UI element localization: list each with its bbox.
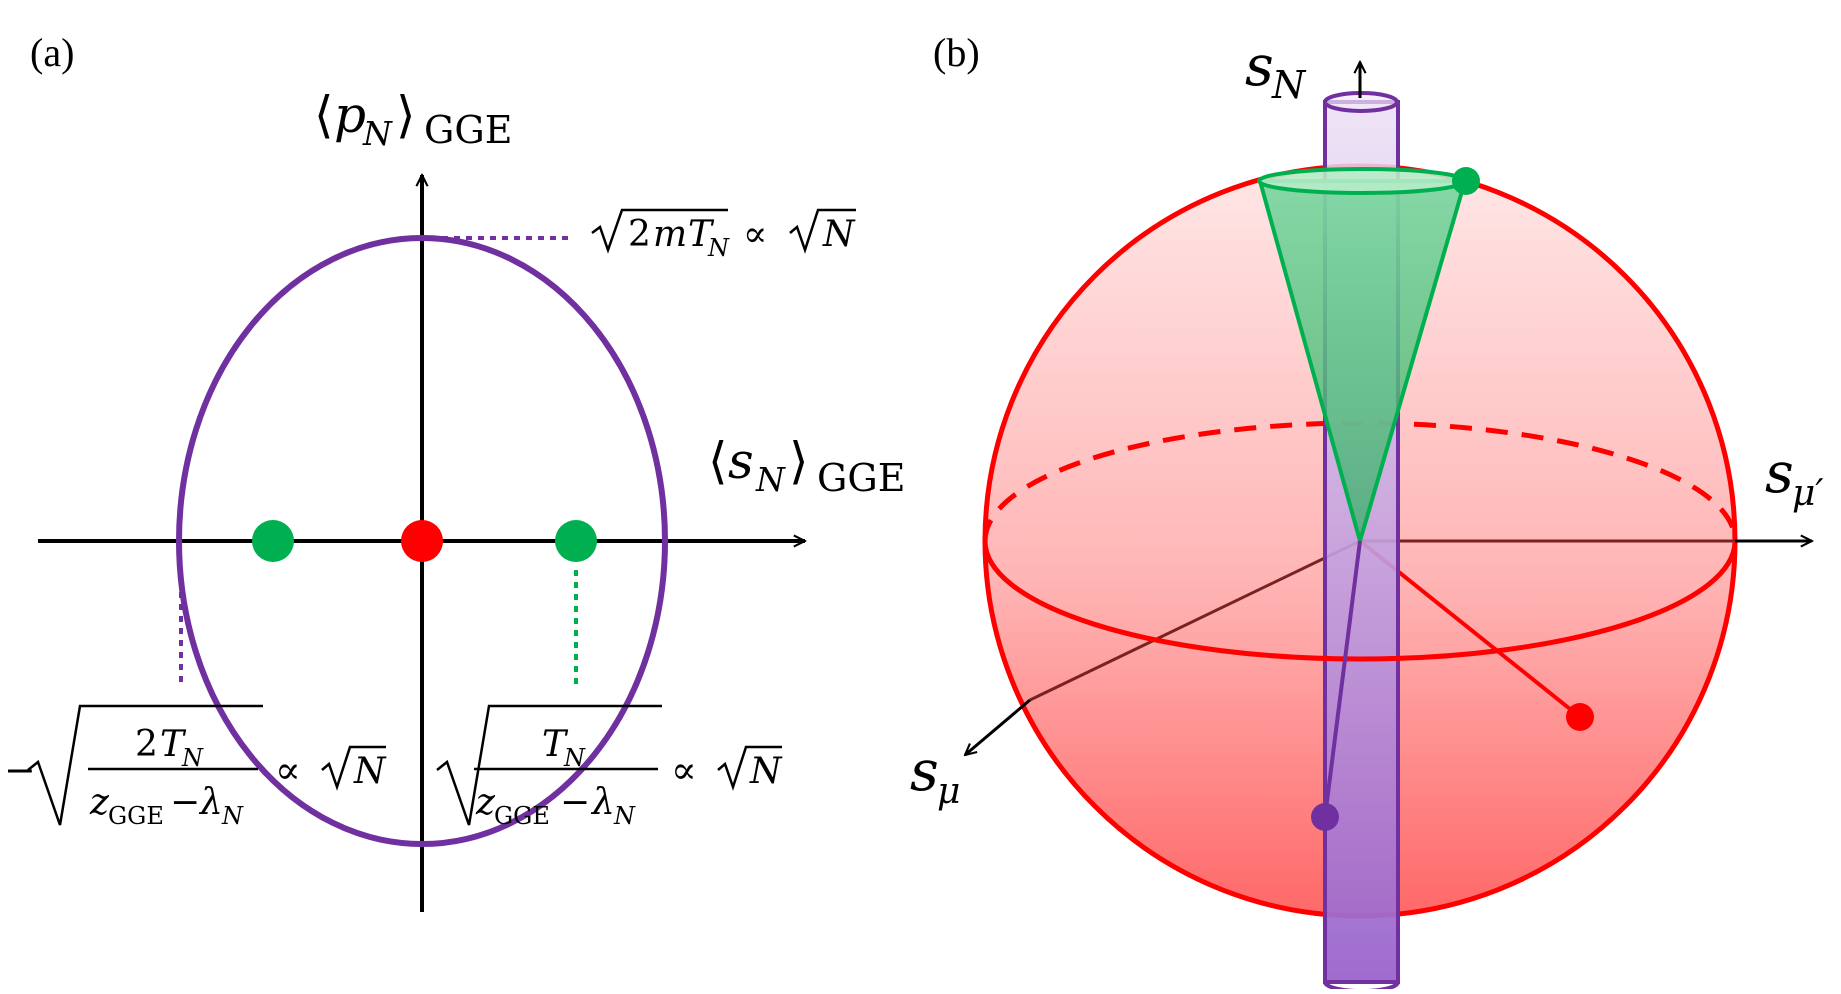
sN-label: s N	[1245, 34, 1307, 107]
svg-text:∝: ∝	[743, 214, 767, 255]
svg-text:N: N	[707, 234, 730, 262]
svg-text:GGE: GGE	[108, 802, 164, 830]
svg-text:z: z	[475, 782, 496, 823]
svg-text:−: −	[4, 748, 36, 792]
svg-text:p: p	[334, 86, 366, 144]
svg-text:−: −	[170, 782, 200, 823]
left-annotation: − 2 T N z GGE − λ N ∝ N	[4, 704, 387, 830]
cone-rim-point	[1452, 167, 1480, 195]
svg-text:s: s	[1245, 34, 1274, 99]
x-axis-label: ⟨ s N ⟩ GGE	[708, 432, 905, 500]
svg-text:2: 2	[135, 724, 158, 765]
svg-text:T: T	[160, 724, 187, 765]
smu-axis	[965, 698, 1031, 755]
svg-text:N: N	[353, 751, 387, 792]
svg-text:z: z	[89, 782, 110, 823]
panel-a-label: (a)	[30, 30, 74, 75]
svg-text:λ: λ	[198, 782, 223, 823]
svg-text:N: N	[181, 744, 204, 772]
green-point-left	[252, 520, 294, 562]
red-vector-tip	[1566, 703, 1594, 731]
purple-vector	[1323, 540, 1362, 818]
smu-axis-inner	[1029, 539, 1361, 702]
svg-text:μ: μ	[937, 771, 960, 812]
purple-vector-tip	[1311, 803, 1339, 831]
panel-b-label: (b)	[933, 30, 980, 75]
svg-text:s: s	[728, 432, 754, 490]
right-annotation: T N z GGE − λ N ∝ N	[436, 704, 783, 830]
svg-text:λ: λ	[590, 782, 615, 823]
svg-text:N: N	[822, 214, 856, 255]
svg-text:T: T	[688, 214, 715, 255]
svg-text:s: s	[1765, 441, 1794, 506]
smu-label: s μ	[910, 739, 960, 812]
svg-text:s: s	[910, 739, 939, 804]
svg-text:⟩: ⟩	[789, 432, 809, 490]
svg-text:⟩: ⟩	[396, 86, 416, 144]
svg-text:GGE: GGE	[817, 456, 905, 500]
svg-text:N: N	[1271, 63, 1307, 107]
svg-text:2: 2	[628, 214, 651, 255]
panel-b: (b) s	[910, 30, 1824, 994]
svg-text:N: N	[563, 744, 586, 772]
svg-text:⟨: ⟨	[314, 86, 334, 144]
svg-text:T: T	[542, 724, 569, 765]
y-axis-label: ⟨ p N ⟩ GGE	[314, 86, 512, 153]
green-point-right	[555, 520, 597, 562]
svg-text:N: N	[755, 460, 786, 499]
svg-text:GGE: GGE	[494, 802, 550, 830]
svg-text:N: N	[362, 114, 393, 153]
svg-text:N: N	[613, 802, 636, 830]
panel-a: (a) ⟨ p N ⟩ GGE ⟨ s N ⟩ GGE	[4, 30, 905, 912]
svg-text:m: m	[653, 214, 687, 255]
svg-text:GGE: GGE	[424, 108, 512, 152]
svg-text:N: N	[221, 802, 244, 830]
smu-prime-label: s μ′	[1765, 441, 1824, 514]
top-annotation: 2 m T N ∝ N	[591, 208, 856, 262]
svg-text:∝: ∝	[275, 748, 301, 792]
svg-text:μ′: μ′	[1792, 473, 1824, 514]
red-point-center	[401, 520, 443, 562]
cone	[1257, 167, 1480, 549]
svg-text:⟨: ⟨	[708, 432, 728, 490]
svg-text:−: −	[560, 782, 590, 823]
ellipse-constraint	[176, 235, 668, 847]
svg-text:∝: ∝	[671, 748, 697, 792]
equator-front	[982, 540, 1738, 662]
svg-text:N: N	[749, 751, 783, 792]
